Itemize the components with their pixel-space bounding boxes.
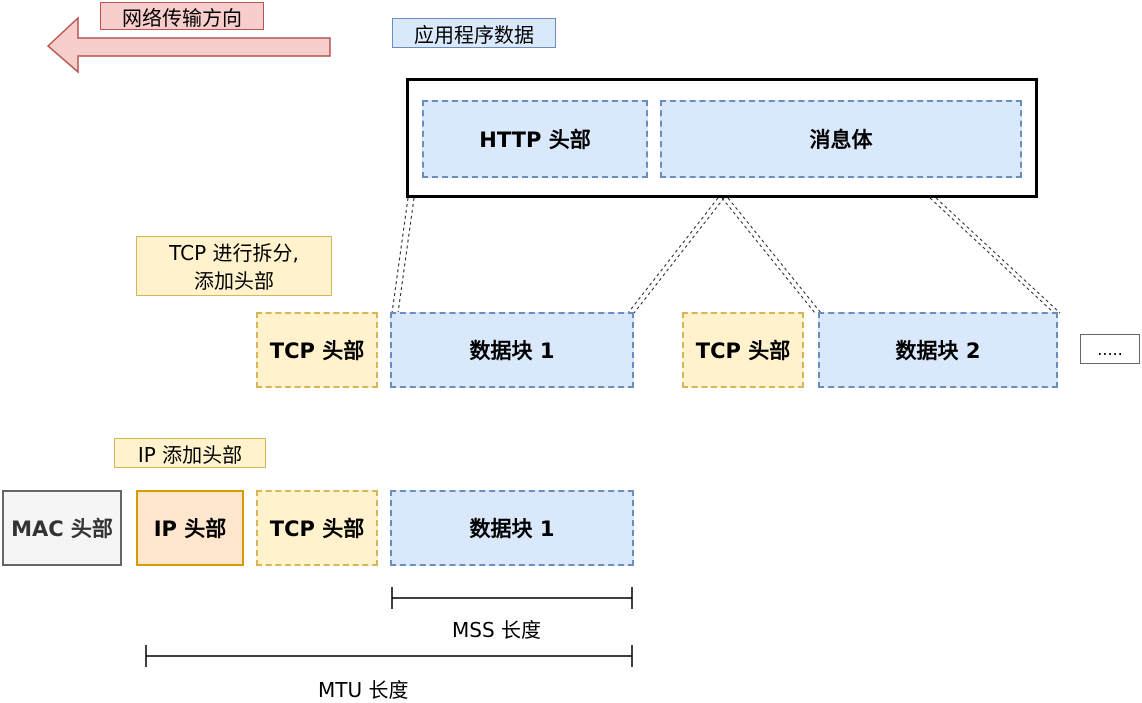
tcp-split-note-line1: TCP 进行拆分,	[169, 241, 299, 265]
direction-label: 网络传输方向	[100, 2, 264, 30]
ip-row-tcp-header-block: TCP 头部	[256, 490, 378, 566]
tcp-split-note-line2: 添加头部	[194, 269, 274, 293]
http-header-block: HTTP 头部	[422, 100, 648, 178]
mss-dimension-line	[391, 587, 633, 609]
split-lines-right	[929, 197, 1061, 314]
data-chunk-2: 数据块 2	[818, 312, 1058, 388]
split-lines-middle	[627, 197, 822, 314]
tcp-header-block-2: TCP 头部	[682, 312, 804, 388]
mss-length-label: MSS 长度	[452, 618, 542, 642]
left-arrow-icon	[46, 16, 331, 74]
mac-header-block: MAC 头部	[2, 490, 122, 566]
tcp-header-block-1: TCP 头部	[256, 312, 378, 388]
ip-row-data-chunk: 数据块 1	[390, 490, 634, 566]
split-lines-left	[391, 197, 415, 314]
ip-header-note: IP 添加头部	[114, 438, 266, 468]
mtu-dimension-line	[145, 645, 633, 667]
app-data-label: 应用程序数据	[392, 18, 556, 48]
message-body-block: 消息体	[660, 100, 1022, 178]
mtu-length-label: MTU 长度	[318, 678, 409, 702]
data-chunk-1: 数据块 1	[390, 312, 634, 388]
ip-header-block: IP 头部	[136, 490, 244, 566]
tcp-split-note: TCP 进行拆分, 添加头部	[136, 236, 332, 296]
more-chunks-ellipsis: .....	[1080, 334, 1140, 364]
